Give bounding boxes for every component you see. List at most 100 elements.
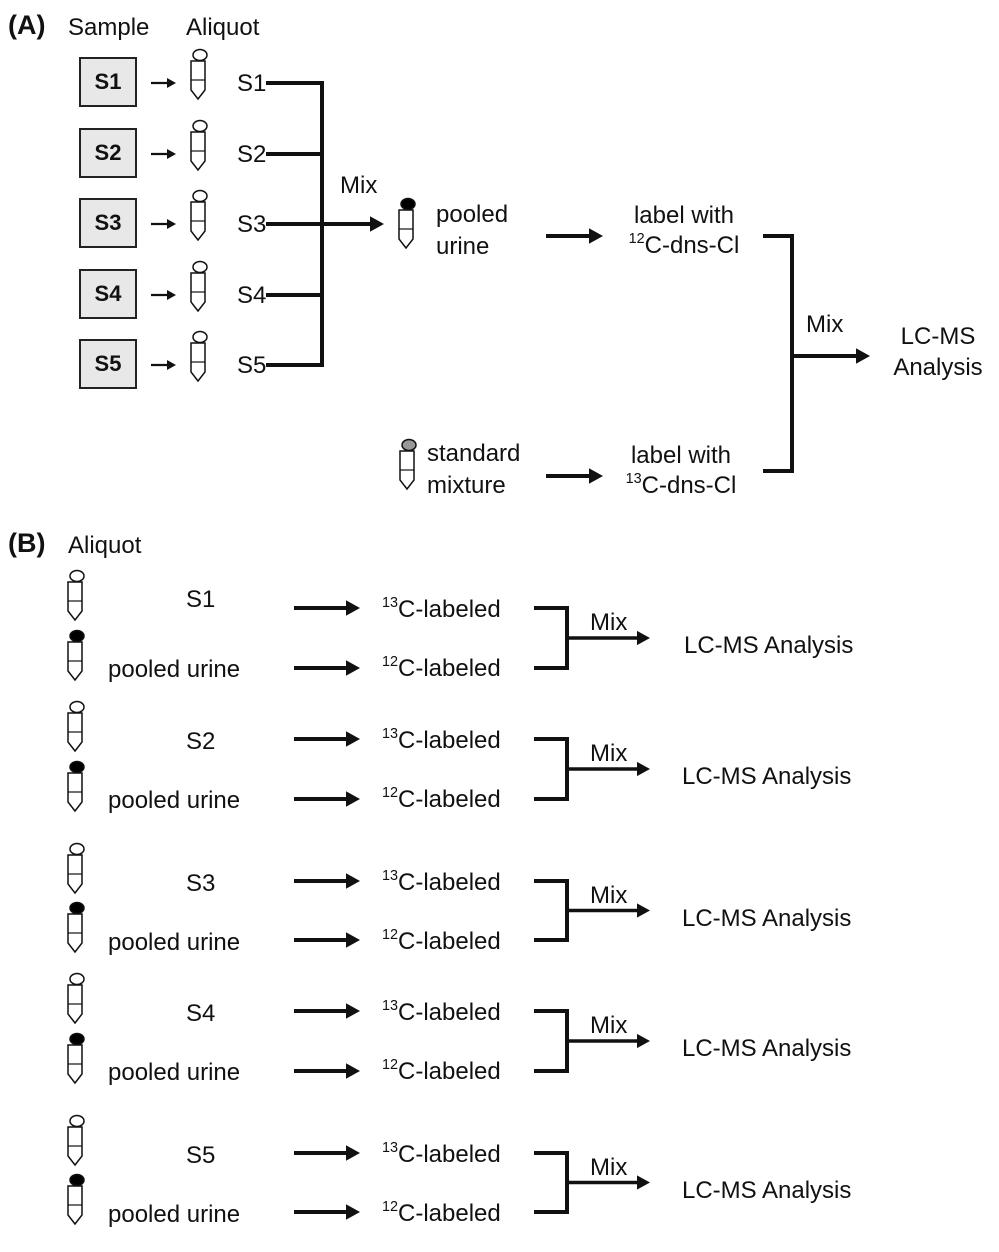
- row4-pooled-arrow: [294, 1063, 360, 1079]
- row4-mix-arrow: [567, 1033, 650, 1049]
- sample-to-aliquot-arrow-2: [151, 149, 176, 159]
- row3-12c-labeled: 12C-labeled: [382, 926, 501, 955]
- row5-sample-tube-icon: [67, 1114, 85, 1167]
- row3-sample-tube-icon: [67, 842, 85, 895]
- row1-pooled-arrow: [294, 660, 360, 676]
- sample-header: Sample: [68, 14, 150, 41]
- row5-result: LC-MS Analysis: [682, 1177, 852, 1204]
- row2-sample: S2: [186, 728, 216, 755]
- row5-sample-arrow: [294, 1145, 360, 1161]
- row5-12c-labeled: 12C-labeled: [382, 1198, 501, 1227]
- standard-mixture-line1: standard: [427, 440, 521, 467]
- aliquot-tube-icon-4: [190, 260, 208, 313]
- row4-12c-labeled: 12C-labeled: [382, 1056, 501, 1085]
- aliquot-tube-icon-1: [190, 48, 208, 101]
- row2-sample-tube-icon: [67, 700, 85, 753]
- aliquot-header: Aliquot: [186, 14, 260, 41]
- aliquot-tube-icon-3: [190, 189, 208, 242]
- row5-pooled: pooled urine: [108, 1201, 241, 1228]
- row2-result: LC-MS Analysis: [682, 763, 852, 790]
- mix-label: Mix: [340, 172, 378, 199]
- label-13c-line1: label with: [630, 442, 732, 469]
- standard-to-label13-arrow: [546, 468, 603, 484]
- row3-pooled-tube-icon: [67, 901, 85, 954]
- sample-box-s3: S3: [79, 198, 137, 248]
- row3-result: LC-MS Analysis: [682, 905, 852, 932]
- panel-b-label: (B): [8, 528, 46, 558]
- row1-13c-labeled: 13C-labeled: [382, 594, 501, 623]
- row4-result: LC-MS Analysis: [682, 1035, 852, 1062]
- row5-sample: S5: [186, 1142, 216, 1169]
- pooled-urine-line1: pooled: [436, 201, 509, 228]
- row2-12c-labeled: 12C-labeled: [382, 784, 501, 813]
- row3-13c-labeled: 13C-labeled: [382, 867, 501, 896]
- aliquot-label-s2: S2: [237, 141, 267, 168]
- label-12c-line2: 12C-dns-Cl: [628, 230, 740, 259]
- row3-mix-arrow: [567, 903, 650, 918]
- lcms-line2: Analysis: [893, 354, 983, 381]
- row2-mix: Mix: [590, 740, 628, 767]
- mix2-to-lcms-arrow: [792, 348, 870, 364]
- row3-pooled: pooled urine: [108, 929, 241, 956]
- sample-box-s2: S2: [79, 128, 137, 178]
- row3-pooled-arrow: [294, 932, 360, 948]
- row5-13c-labeled: 13C-labeled: [382, 1139, 501, 1168]
- row4-mix: Mix: [590, 1012, 628, 1039]
- row1-mix-arrow: [567, 630, 650, 646]
- panel-b-aliquot-header: Aliquot: [68, 532, 142, 559]
- row2-mix-arrow: [567, 761, 650, 777]
- row4-pooled: pooled urine: [108, 1059, 241, 1086]
- row5-mix: Mix: [590, 1154, 628, 1181]
- aliquot-label-s1: S1: [237, 70, 267, 97]
- standard-tube-icon: [399, 438, 417, 491]
- row3-sample-arrow: [294, 873, 360, 889]
- row1-pooled: pooled urine: [108, 656, 241, 683]
- row1-sample: S1: [186, 586, 216, 613]
- row5-pooled-tube-icon: [67, 1173, 85, 1226]
- row1-12c-labeled: 12C-labeled: [382, 653, 501, 682]
- aliquot-label-s3: S3: [237, 211, 267, 238]
- row4-13c-labeled: 13C-labeled: [382, 997, 501, 1026]
- row1-mix: Mix: [590, 609, 628, 636]
- pooled-urine-tube-icon: [398, 197, 416, 250]
- aliquot-label-s4: S4: [237, 282, 267, 309]
- isotope-12-superscript: 12: [628, 230, 645, 247]
- aliquot-label-s5: S5: [237, 352, 267, 379]
- row4-sample-tube-icon: [67, 972, 85, 1025]
- aliquot-tube-icon-2: [190, 119, 208, 172]
- sample-to-aliquot-arrow-3: [151, 219, 176, 229]
- pooled-to-label12-arrow: [546, 228, 603, 244]
- mix-to-pooled-arrow: [322, 216, 384, 232]
- row1-pooled-tube-icon: [67, 629, 85, 682]
- sample-box-s5: S5: [79, 339, 137, 389]
- row4-sample-arrow: [294, 1003, 360, 1019]
- sample-to-aliquot-arrow-1: [151, 78, 176, 88]
- row4-pooled-tube-icon: [67, 1032, 85, 1085]
- sample-to-aliquot-arrow-4: [151, 290, 176, 300]
- lcms-line1: LC-MS: [900, 323, 976, 350]
- row1-result: LC-MS Analysis: [684, 632, 854, 659]
- row4-sample: S4: [186, 1000, 216, 1027]
- row1-sample-arrow: [294, 600, 360, 616]
- row3-sample: S3: [186, 870, 216, 897]
- standard-mixture-line2: mixture: [427, 472, 506, 499]
- row2-pooled-tube-icon: [67, 760, 85, 813]
- row5-mix-arrow: [567, 1175, 650, 1190]
- label-13c-line2: 13C-dns-Cl: [625, 470, 737, 499]
- pooled-urine-line2: urine: [436, 233, 490, 260]
- sample-to-aliquot-arrow-5: [151, 360, 176, 370]
- mix2-label: Mix: [806, 311, 844, 338]
- row2-13c-labeled: 13C-labeled: [382, 725, 501, 754]
- row3-mix: Mix: [590, 882, 628, 909]
- panel-a-label: (A): [8, 10, 46, 40]
- row1-sample-tube-icon: [67, 569, 85, 622]
- isotope-13-superscript: 13: [625, 470, 642, 487]
- label-12c-line1: label with: [633, 202, 735, 229]
- row2-sample-arrow: [294, 731, 360, 747]
- sample-box-s1: S1: [79, 57, 137, 107]
- aliquot-tube-icon-5: [190, 330, 208, 383]
- row5-pooled-arrow: [294, 1204, 360, 1220]
- sample-box-s4: S4: [79, 269, 137, 319]
- row2-pooled-arrow: [294, 791, 360, 807]
